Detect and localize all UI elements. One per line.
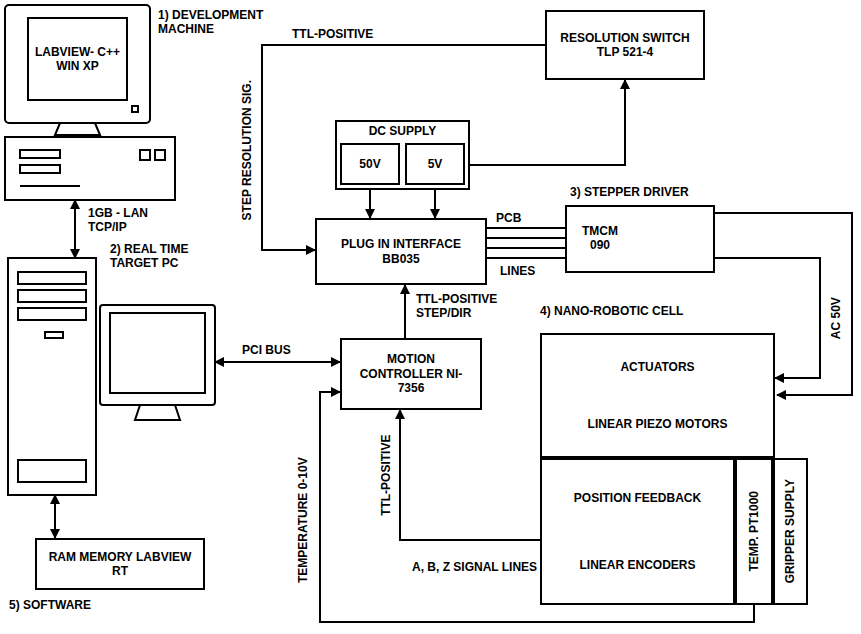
- connector: [404, 285, 406, 338]
- node-text: 5V: [428, 157, 443, 171]
- node-text: RESOLUTION SWITCH TLP 521-4: [555, 31, 695, 60]
- button: [45, 332, 63, 338]
- node-text: LINEAR ENCODERS: [579, 558, 695, 572]
- connector: [465, 80, 625, 165]
- button: [132, 106, 138, 112]
- actuator-box: ACTUATORS LINEAR PIEZO MOTORS: [540, 333, 775, 458]
- monitor: [100, 305, 215, 405]
- connector: [54, 495, 56, 538]
- switch-box: RESOLUTION SWITCH TLP 521-4: [545, 10, 705, 80]
- edge-label: TTL-POSITIVE STEP/DIR: [414, 292, 518, 321]
- edge-label: TTL-POSITIVE: [290, 27, 375, 41]
- screen: [28, 18, 127, 100]
- node-text: PLUG IN INTERFACE BB035: [325, 237, 477, 266]
- node-text: TMCM 090: [575, 224, 625, 253]
- monitor-stand: [55, 123, 100, 135]
- signal-label: STEP RESOLUTION SIG.: [240, 78, 254, 222]
- edge-label: PCI BUS: [240, 343, 293, 357]
- drive-bay: [18, 290, 86, 302]
- node-text: 5) SOFTWARE: [9, 598, 91, 612]
- edge-label: AC 50V: [829, 295, 843, 341]
- feedback-box: POSITION FEEDBACK LINEAR ENCODERS: [540, 458, 735, 605]
- signal-label: TTL-POSITIVE: [379, 433, 393, 518]
- edge-label: PCB: [494, 211, 523, 225]
- drive-bay: [20, 150, 60, 158]
- tower-case: [8, 258, 96, 495]
- node-text: 4) NANO-ROBOTIC CELL: [540, 304, 683, 318]
- node-text: TEMP. PT1000: [747, 491, 761, 571]
- drive-bay: [18, 308, 86, 320]
- node-text: ACTUATORS: [620, 360, 694, 374]
- controller-box: MOTION CONTROLLER NI-7356: [340, 338, 482, 410]
- node-text: LABVIEW- C++ WIN XP: [28, 18, 127, 100]
- connector: [487, 228, 565, 258]
- cell-group: 4) NANO-ROBOTIC CELL ACTUATORS LINEAR PIEZ…: [538, 300, 810, 610]
- connector: [320, 392, 754, 622]
- supply-box: DC SUPPLY 50V 5V: [335, 120, 470, 190]
- sensor-strip: TEMP. PT1000: [735, 458, 773, 605]
- voltage-cell: 5V: [405, 143, 465, 185]
- voltage-cell: 50V: [340, 143, 400, 185]
- desktop-case: [5, 137, 175, 200]
- connector: [215, 361, 340, 363]
- node-text: RAM MEMORY LABVIEW RT: [45, 550, 195, 579]
- edge-label: TEMPERATURE 0-10V: [296, 455, 310, 585]
- edge-label: 1GB - LAN TCP/IP: [86, 206, 168, 235]
- node-text: DC SUPPLY: [337, 124, 468, 138]
- software-box: RAM MEMORY LABVIEW RT5) SOFTWARE: [35, 538, 205, 590]
- connector: [74, 200, 76, 258]
- connector: [400, 410, 540, 540]
- node-text: MOTION CONTROLLER NI-7356: [350, 352, 472, 395]
- monitor: [5, 5, 150, 123]
- monitor-stand: [135, 405, 180, 420]
- node-text: POSITION FEEDBACK: [574, 491, 701, 505]
- button: [140, 150, 150, 160]
- drive-bay: [20, 165, 60, 173]
- supply-strip: GRIPPER SUPPLY: [773, 458, 808, 605]
- screen: [110, 313, 205, 393]
- interface-box: PLUG IN INTERFACE BB035: [315, 218, 487, 285]
- button: [155, 150, 165, 160]
- computer-node: 2) REAL TIME TARGET PC: [5, 258, 215, 495]
- edge-label: A, B, Z SIGNAL LINES: [410, 560, 539, 574]
- node-text: 50V: [359, 157, 380, 171]
- signal-label: LINES: [498, 264, 537, 278]
- node-text: GRIPPER SUPPLY: [783, 479, 797, 583]
- node-text: 2) REAL TIME TARGET PC: [110, 242, 240, 271]
- driver-box: 3) STEPPER DRIVERTMCM 090: [565, 205, 715, 273]
- vent: [18, 460, 86, 482]
- computer-node: 1) DEVELOPMENT MACHINELABVIEW- C++ WIN X…: [5, 5, 175, 200]
- case-line: [20, 185, 80, 187]
- drive-bay: [18, 272, 86, 284]
- node-text: LINEAR PIEZO MOTORS: [588, 417, 728, 431]
- node-text: 1) DEVELOPMENT MACHINE: [158, 8, 276, 37]
- node-text: 3) STEPPER DRIVER: [570, 185, 689, 199]
